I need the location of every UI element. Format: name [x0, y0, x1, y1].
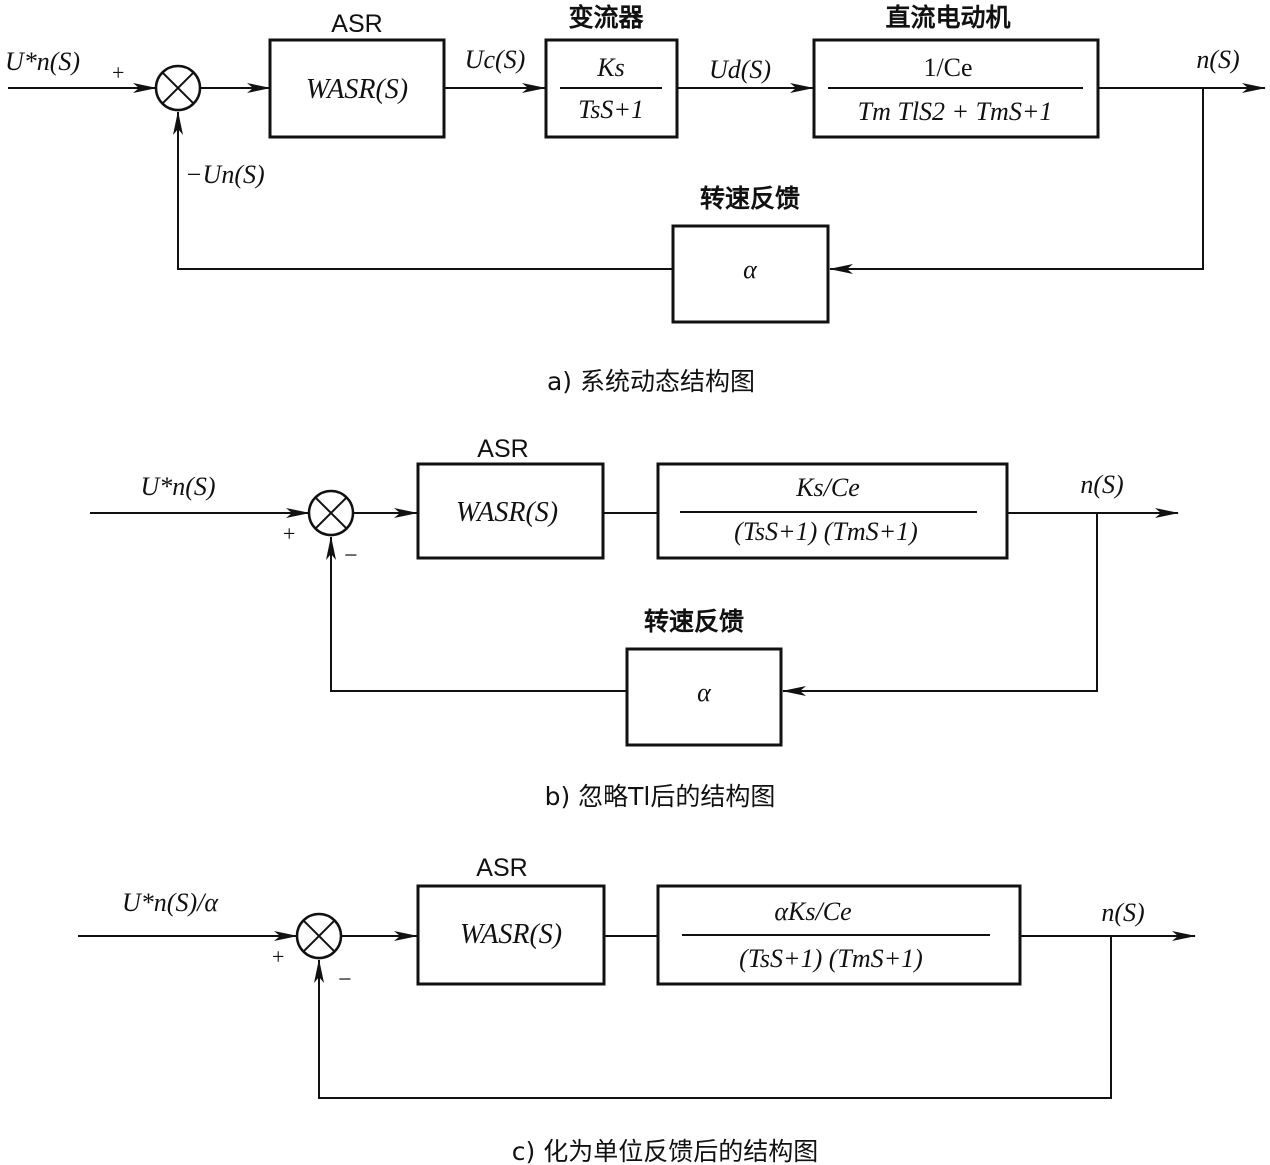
caption-a: a) 系统动态结构图 — [547, 367, 755, 396]
converter-denominator-a: TsS+1 — [578, 95, 644, 124]
minus-sign-b: − — [344, 543, 358, 569]
caption-c: c) 化为单位反馈后的结构图 — [512, 1137, 818, 1165]
motor-denominator-a: Tm TlS2 + TmS+1 — [858, 97, 1053, 126]
asr-block-a — [268, 38, 446, 139]
input-label-c: U*n(S)/α — [122, 888, 219, 917]
ud-label-a: Ud(S) — [709, 55, 771, 84]
asr-title-b: ASR — [477, 435, 528, 463]
caption-b: b) 忽略Tl后的结构图 — [545, 782, 776, 811]
asr-title-a: ASR — [331, 10, 382, 38]
unity-feedback-path-c — [314, 936, 1112, 1099]
summing-junction-c — [295, 912, 343, 960]
asr-title-c: ASR — [476, 854, 527, 882]
output-label-b: n(S) — [1080, 470, 1123, 499]
asr-transfer-function-c: WASR(S) — [460, 919, 562, 950]
feedback-path-out-a — [829, 88, 1204, 274]
feedback-title-a: 转速反馈 — [700, 184, 800, 213]
feedback-path-in-a — [173, 111, 673, 270]
asr-transfer-function-a: WASR(S) — [306, 74, 408, 105]
plus-sign-b: + — [283, 521, 295, 546]
input-label-b: U*n(S) — [140, 472, 215, 501]
feedback-gain-a: α — [743, 255, 758, 284]
feedback-gain-b: α — [697, 678, 712, 707]
motor-title-a: 直流电动机 — [885, 3, 1010, 32]
plus-sign-c: + — [272, 944, 284, 969]
feedback-path-in-b — [326, 536, 627, 692]
converter-title-a: 变流器 — [568, 3, 644, 32]
plant-denominator-c: (TsS+1) (TmS+1) — [739, 944, 923, 973]
feedback-signal-label-a: −Un(S) — [185, 160, 265, 189]
input-label-a: U*n(S) — [5, 47, 80, 76]
plus-sign-a: + — [112, 60, 124, 85]
feedback-block-a — [671, 224, 830, 324]
plant-numerator-c: αKs/Ce — [774, 897, 851, 926]
uc-label-a: Uc(S) — [465, 45, 526, 74]
asr-block-b — [416, 462, 605, 560]
summing-junction-a — [154, 64, 202, 112]
summing-junction-b — [307, 489, 355, 537]
plant-numerator-b: Ks/Ce — [795, 473, 860, 502]
feedback-title-b: 转速反馈 — [644, 607, 744, 636]
plant-denominator-b: (TsS+1) (TmS+1) — [734, 517, 918, 546]
feedback-block-b — [625, 647, 783, 747]
output-label-c: n(S) — [1101, 898, 1144, 927]
diagram-b: U*n(S) + − ASR WASR(S) Ks/Ce (TsS+1) (Tm… — [90, 435, 1179, 811]
converter-numerator-a: Ks — [596, 53, 624, 82]
asr-transfer-function-b: WASR(S) — [456, 497, 558, 528]
motor-numerator-a: 1/Ce — [923, 53, 972, 82]
feedback-path-out-b — [782, 513, 1098, 696]
diagram-a: U*n(S) + −Un(S) ASR WASR(S) Uc(S) 变流器 Ks… — [5, 3, 1266, 396]
asr-block-c — [416, 884, 606, 986]
output-label-a: n(S) — [1196, 45, 1239, 74]
diagram-c: U*n(S)/α + − ASR WASR(S) αKs/Ce (TsS+1) … — [78, 854, 1196, 1165]
minus-sign-c: − — [338, 967, 352, 993]
